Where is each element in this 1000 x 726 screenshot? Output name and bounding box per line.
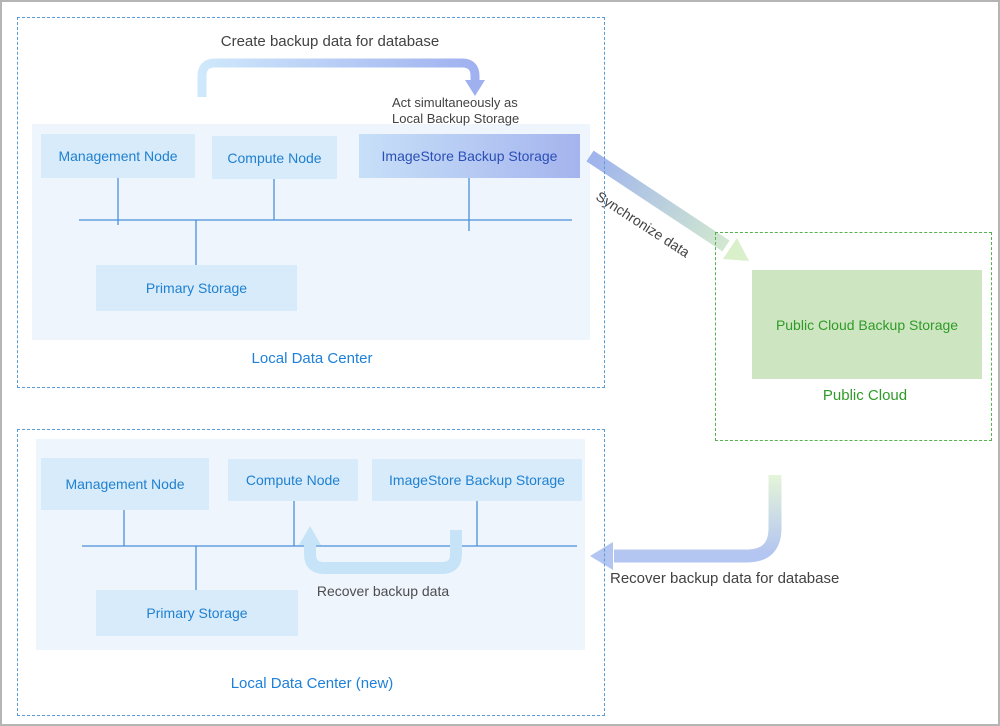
bottom-compute-node-box: Compute Node [228, 459, 358, 501]
create-backup-arrowhead-icon [465, 80, 485, 96]
create-backup-arrow [197, 58, 480, 97]
top-compute-node-box: Compute Node [212, 136, 337, 179]
bottom-management-node-box: Management Node [41, 458, 209, 510]
top-management-node-box: Management Node [41, 134, 195, 178]
act-simultaneously-annotation: Act simultaneously as Local Backup Stora… [392, 95, 562, 127]
act-annotation-line2: Local Backup Storage [392, 111, 520, 126]
top-datacenter-label: Local Data Center [251, 350, 373, 367]
create-backup-annotation: Create backup data for database [220, 33, 440, 50]
top-imagestore-backup-storage-box: ImageStore Backup Storage [359, 134, 580, 178]
synchronize-arrowhead-icon [723, 238, 749, 261]
bottom-datacenter-label: Local Data Center (new) [230, 675, 394, 692]
act-annotation-line1: Act simultaneously as [392, 95, 518, 110]
top-primary-storage-box: Primary Storage [96, 265, 297, 311]
recover-from-cloud-arrowhead-icon [590, 542, 613, 570]
public-cloud-label: Public Cloud [822, 387, 908, 404]
recover-from-cloud-arrow [614, 475, 782, 563]
bottom-imagestore-backup-storage-box: ImageStore Backup Storage [372, 459, 582, 501]
bottom-primary-storage-box: Primary Storage [96, 590, 298, 636]
recover-backup-data-annotation: Recover backup data [316, 583, 450, 599]
recover-for-database-annotation: Recover backup data for database [610, 570, 840, 587]
public-cloud-backup-storage-box: Public Cloud Backup Storage [752, 270, 982, 379]
synchronize-data-label: Synchronize data [593, 188, 693, 261]
